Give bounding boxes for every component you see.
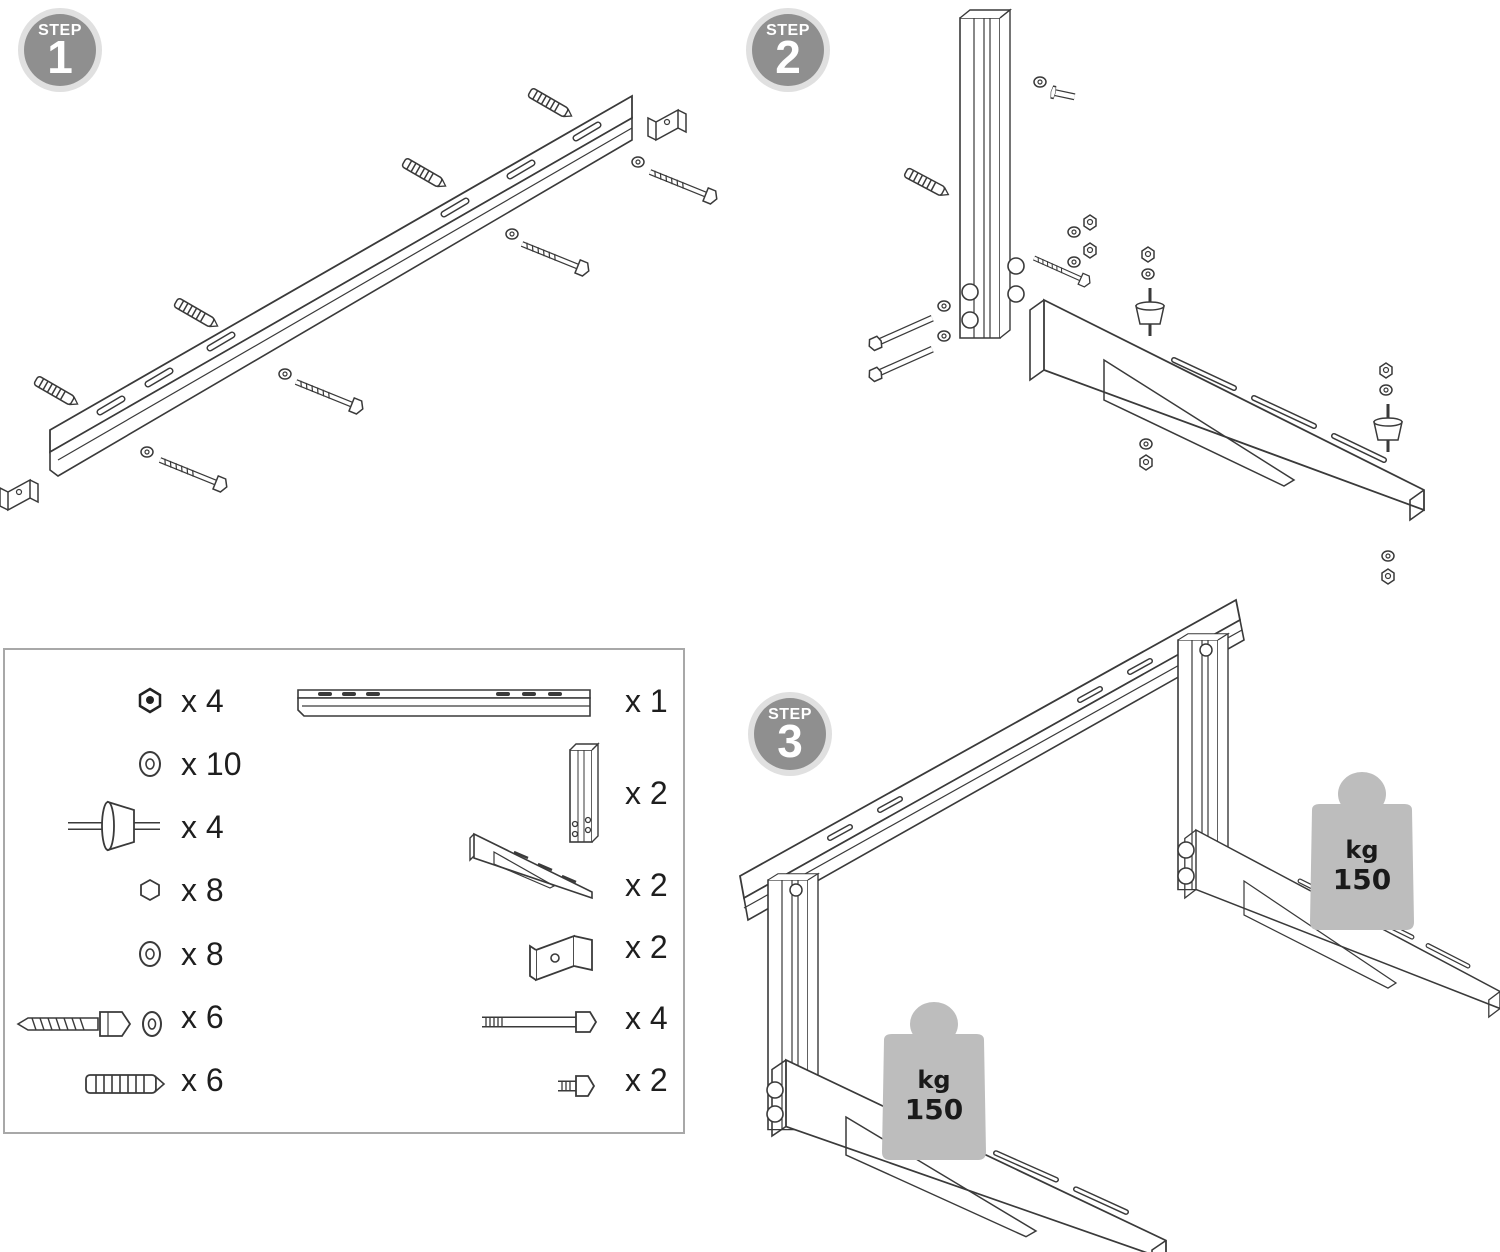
end-clip-icon bbox=[529, 934, 593, 982]
qty-washer-small: x 8 bbox=[181, 936, 224, 972]
step-badge-icon bbox=[18, 8, 102, 92]
qty-wall-plug: x 6 bbox=[181, 1062, 224, 1098]
weight-left-label: kg 150 bbox=[879, 1066, 989, 1126]
parts-right-icons bbox=[297, 689, 600, 1097]
step-badge-icon bbox=[748, 692, 832, 776]
qty-vertical-post: x 2 bbox=[625, 775, 668, 811]
weight-unit: kg bbox=[1345, 836, 1379, 864]
weight-value: 150 bbox=[904, 1093, 964, 1126]
step-label: STEP bbox=[768, 706, 812, 723]
step-2-badge: STEP 2 bbox=[744, 6, 832, 94]
step1-illustration bbox=[0, 86, 719, 511]
washer-icon bbox=[142, 1011, 162, 1037]
short-bolt-icon bbox=[558, 1075, 596, 1097]
washer-icon bbox=[139, 751, 161, 777]
qty-washer-large: x 10 bbox=[181, 746, 242, 782]
step-label: STEP bbox=[766, 22, 810, 39]
parts-list-box bbox=[3, 648, 685, 1134]
qty-long-bolt: x 4 bbox=[625, 1000, 668, 1036]
wall-rail-icon bbox=[297, 689, 591, 717]
long-bolt-icon bbox=[482, 1011, 598, 1033]
support-arm-icon bbox=[469, 832, 593, 900]
lag-screw-icon bbox=[16, 1011, 132, 1037]
step2-illustration bbox=[867, 9, 1424, 585]
parts-left-icons bbox=[16, 687, 166, 1094]
nut-icon bbox=[138, 687, 162, 714]
step3-illustration bbox=[738, 598, 1500, 1252]
step-number: 1 bbox=[47, 31, 73, 83]
weight-unit: kg bbox=[917, 1066, 951, 1094]
hex-nut-icon bbox=[140, 878, 160, 902]
weight-left-icon bbox=[882, 1002, 986, 1160]
step-3-badge: STEP 3 bbox=[746, 690, 834, 778]
weight-right-icon bbox=[1310, 772, 1414, 930]
qty-short-bolt: x 2 bbox=[625, 1062, 668, 1098]
weight-value: 150 bbox=[1332, 863, 1392, 896]
step-number: 3 bbox=[777, 715, 803, 767]
step-1-badge: STEP 1 bbox=[16, 6, 104, 94]
step-badge-icon bbox=[746, 8, 830, 92]
washer-icon bbox=[139, 941, 161, 967]
qty-lag-screw: x 6 bbox=[181, 999, 224, 1035]
qty-nut: x 4 bbox=[181, 683, 224, 719]
qty-hex-nut: x 8 bbox=[181, 872, 224, 908]
vertical-post-icon bbox=[569, 742, 600, 843]
wall-plug-icon bbox=[85, 1074, 166, 1094]
step-number: 2 bbox=[775, 31, 801, 83]
qty-wall-rail: x 1 bbox=[625, 683, 668, 719]
weight-right-label: kg 150 bbox=[1307, 836, 1417, 896]
step-label: STEP bbox=[38, 22, 82, 39]
qty-support-arm: x 2 bbox=[625, 867, 668, 903]
qty-rubber-damper: x 4 bbox=[181, 809, 224, 845]
qty-end-clip: x 2 bbox=[625, 929, 668, 965]
rubber-damper-icon bbox=[68, 800, 160, 852]
